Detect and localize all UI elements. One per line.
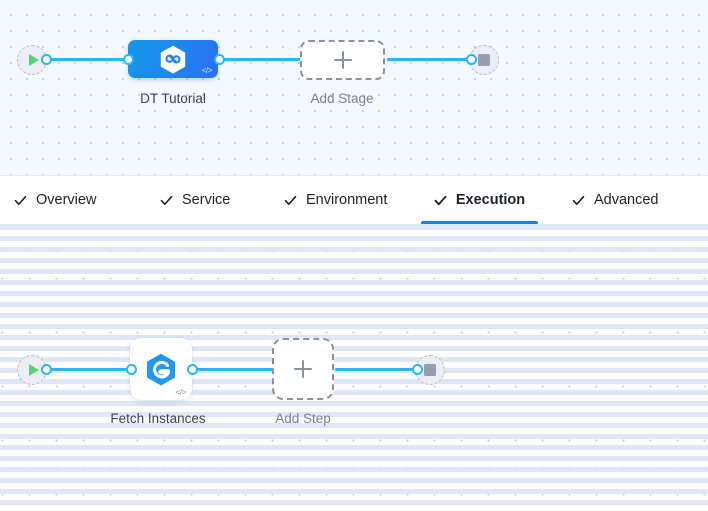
add-step-button[interactable] xyxy=(272,338,334,400)
wire-start-to-stage xyxy=(44,58,129,61)
tab-environment[interactable]: Environment xyxy=(284,176,387,224)
stage-node-label: DT Tutorial xyxy=(140,91,206,106)
step-flow: </> Fetch Instances Add Step xyxy=(0,225,708,511)
tab-overview[interactable]: Overview xyxy=(14,176,96,224)
harness-hexagon-icon xyxy=(160,45,186,74)
tab-advanced[interactable]: Advanced xyxy=(572,176,659,224)
check-icon xyxy=(14,195,27,205)
step-node-fetch-instances[interactable]: </> xyxy=(130,338,192,400)
tab-service-label: Service xyxy=(182,192,231,208)
tab-service[interactable]: Service xyxy=(160,176,230,224)
play-icon xyxy=(28,364,39,376)
play-icon xyxy=(28,54,39,66)
code-badge-icon: </> xyxy=(175,388,187,397)
step-node-label: Fetch Instances xyxy=(110,411,206,426)
start-output-port[interactable] xyxy=(41,54,52,65)
end-input-port[interactable] xyxy=(466,54,477,65)
tab-advanced-label: Advanced xyxy=(594,192,659,208)
stage-output-port[interactable] xyxy=(214,54,225,65)
end-input-port[interactable] xyxy=(412,364,423,375)
tab-active-underline xyxy=(421,221,538,224)
pipeline-stage-canvas[interactable]: </> DT Tutorial Add Stage xyxy=(0,0,708,176)
execution-tabbar: Overview Service Environment Execution xyxy=(0,176,708,225)
check-icon xyxy=(284,195,297,205)
step-output-port[interactable] xyxy=(187,364,198,375)
wire-step-to-add xyxy=(185,368,275,371)
wire-add-to-end xyxy=(335,368,418,371)
stop-icon xyxy=(478,54,490,66)
tab-execution-label: Execution xyxy=(455,192,526,208)
plus-icon xyxy=(293,359,313,379)
start-output-port[interactable] xyxy=(41,364,52,375)
stage-flow: </> DT Tutorial Add Stage xyxy=(0,0,708,176)
wire-start-to-step xyxy=(44,368,131,371)
tab-execution[interactable]: Execution xyxy=(421,176,538,224)
execution-step-canvas[interactable]: </> Fetch Instances Add Step xyxy=(0,225,708,511)
add-stage-label: Add Stage xyxy=(310,91,374,106)
stage-node-dt-tutorial[interactable]: </> xyxy=(128,40,218,78)
step-input-port[interactable] xyxy=(126,364,137,375)
add-step-label: Add Step xyxy=(275,411,331,426)
tab-environment-label: Environment xyxy=(306,192,388,208)
check-icon xyxy=(572,195,585,205)
stage-input-port[interactable] xyxy=(123,54,134,65)
wire-add-to-end xyxy=(387,58,471,61)
stop-icon xyxy=(424,364,436,376)
check-icon xyxy=(160,195,173,205)
tab-overview-label: Overview xyxy=(36,192,97,208)
check-icon xyxy=(434,195,447,205)
shell-script-hexagon-icon xyxy=(147,353,175,385)
plus-icon xyxy=(333,50,353,70)
add-stage-button[interactable] xyxy=(300,40,385,80)
code-badge-icon: </> xyxy=(201,66,213,75)
wire-stage-to-add xyxy=(219,58,302,61)
